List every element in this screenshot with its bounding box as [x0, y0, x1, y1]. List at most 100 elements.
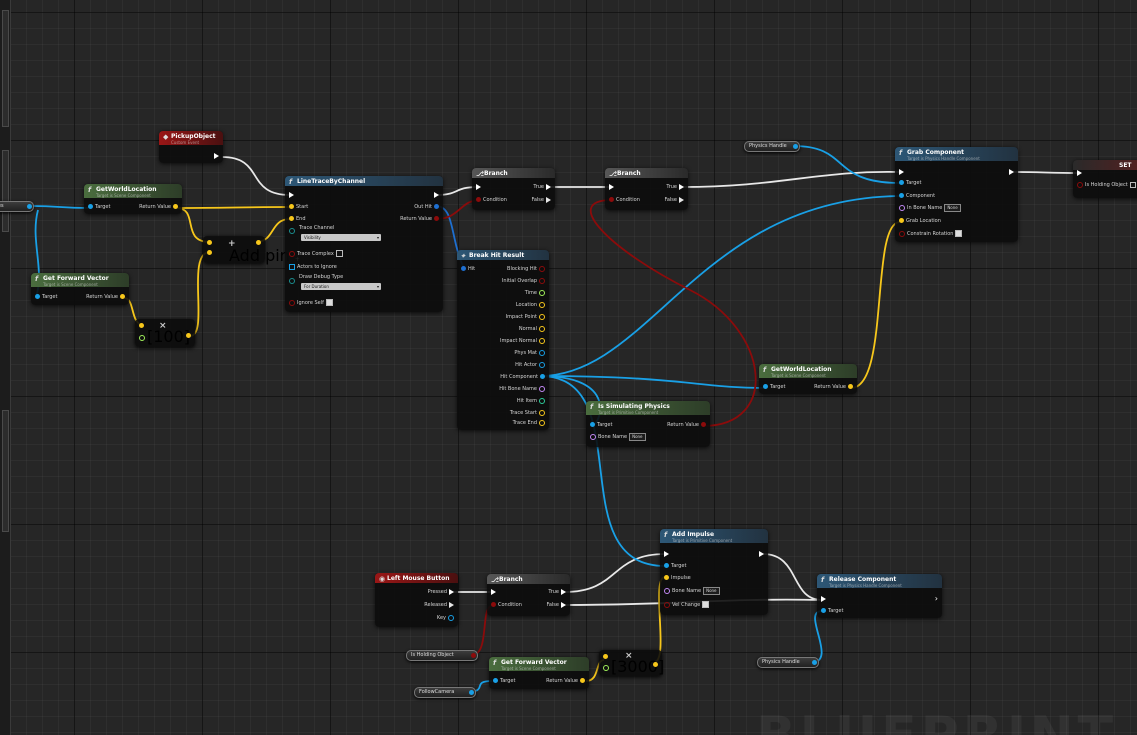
object-pin[interactable] [540, 374, 545, 379]
object-pin[interactable] [493, 678, 498, 683]
exec-out-pin[interactable] [449, 601, 454, 608]
vector-pin[interactable] [539, 337, 545, 344]
vel-change-checkbox[interactable] [702, 601, 710, 608]
exec-out-pin[interactable] [546, 183, 551, 190]
object-pin[interactable] [27, 204, 32, 209]
line-trace-by-channel-node[interactable]: f LineTraceByChannel Start Out Hit End R… [285, 176, 443, 312]
boolean-pin[interactable] [491, 602, 496, 607]
int-pin[interactable] [539, 397, 545, 404]
exec-out-pin[interactable] [759, 550, 764, 557]
vector-pin[interactable] [207, 240, 212, 245]
vector-pin[interactable] [186, 333, 191, 338]
object-pin[interactable] [469, 690, 474, 695]
vector-pin[interactable] [664, 575, 669, 580]
bone-name-field[interactable]: None [629, 433, 646, 441]
vector-pin[interactable] [653, 662, 658, 667]
boolean-pin[interactable] [476, 197, 481, 202]
struct-pin[interactable] [461, 266, 466, 271]
boolean-pin[interactable] [471, 653, 476, 658]
object-pin[interactable] [539, 349, 545, 356]
boolean-pin[interactable] [289, 299, 295, 306]
object-pin[interactable] [664, 563, 669, 568]
is-holding-object-variable[interactable]: Is Holding Object [406, 650, 478, 661]
exec-out-pin[interactable] [561, 601, 566, 608]
struct-pin[interactable] [434, 204, 439, 209]
float-pin[interactable] [539, 289, 545, 296]
grab-component-node[interactable]: f Grab Component Target is Physics Handl… [895, 147, 1018, 242]
name-pin[interactable] [539, 385, 545, 392]
vector-pin[interactable] [289, 216, 294, 221]
exec-out-pin[interactable] [561, 588, 566, 595]
break-hit-result-node[interactable]: ⌖ Break Hit Result Hit Blocking Hit Init… [457, 250, 549, 430]
follow-camera-variable[interactable]: FollowCamera [414, 687, 476, 698]
vector-pin[interactable] [848, 384, 853, 389]
float-pin[interactable] [603, 664, 609, 671]
variable-stub[interactable]: mes [0, 201, 34, 212]
boolean-pin[interactable] [701, 422, 706, 427]
multiplier-value[interactable]: [3000] [611, 657, 665, 676]
boolean-pin[interactable] [539, 265, 545, 272]
bone-name-field[interactable]: None [944, 204, 961, 212]
get-forward-vector-node[interactable]: f Get Forward Vector Target is Scene Com… [489, 657, 589, 689]
branch-node[interactable]: ⎇ Branch True Condition False [487, 574, 570, 616]
exec-in-pin[interactable] [476, 183, 481, 190]
name-pin[interactable] [590, 433, 596, 440]
release-component-node[interactable]: f Release Component Target is Physics Ha… [817, 574, 942, 618]
vector-add-node[interactable]: + Add pin + [203, 236, 300, 264]
object-pin[interactable] [821, 608, 826, 613]
physics-handle-variable[interactable]: Physics Handle [744, 141, 800, 152]
object-pin[interactable] [539, 361, 545, 368]
vector-pin[interactable] [539, 313, 545, 320]
boolean-pin[interactable] [1077, 181, 1083, 188]
vector-pin[interactable] [580, 678, 585, 683]
vector-multiply-node[interactable]: × [3000] [599, 650, 665, 676]
panel-scroll-segment[interactable] [2, 410, 9, 532]
exec-out-pin[interactable] [449, 588, 454, 595]
vector-pin[interactable] [289, 204, 294, 209]
vector-pin[interactable] [139, 323, 144, 328]
object-pin[interactable] [763, 384, 768, 389]
is-holding-object-checkbox[interactable] [1129, 181, 1136, 188]
float-pin[interactable] [139, 334, 145, 341]
exec-in-pin[interactable] [899, 168, 904, 175]
vector-pin[interactable] [539, 325, 545, 332]
vector-pin[interactable] [539, 409, 545, 416]
exec-in-pin[interactable] [821, 595, 826, 602]
exec-out-pin[interactable] [679, 183, 684, 190]
multiplier-value[interactable]: [100] [147, 327, 191, 346]
panel-scroll-segment[interactable] [2, 10, 9, 127]
object-pin[interactable] [793, 144, 798, 149]
pickup-object-event-node[interactable]: ◆ PickupObject Custom Event [159, 131, 223, 163]
vector-pin[interactable] [539, 301, 545, 308]
bone-name-field[interactable]: None [703, 587, 720, 595]
set-variable-node[interactable]: SET Is Holding Object [1073, 160, 1137, 198]
draw-debug-dropdown[interactable]: For Duration [301, 283, 381, 290]
object-pin[interactable] [590, 422, 595, 427]
vector-pin[interactable] [173, 204, 178, 209]
boolean-pin[interactable] [434, 216, 439, 221]
boolean-pin[interactable] [609, 197, 614, 202]
exec-in-pin[interactable] [491, 588, 496, 595]
exec-out-pin[interactable] [1009, 168, 1014, 175]
vector-pin[interactable] [899, 218, 904, 223]
object-pin[interactable] [899, 180, 904, 185]
physics-handle-variable[interactable]: Physics Handle [757, 657, 819, 668]
name-pin[interactable] [664, 587, 670, 594]
branch-node[interactable]: ⎇ Branch True Condition False [605, 168, 688, 210]
vector-pin[interactable] [603, 654, 608, 659]
trace-complex-checkbox[interactable] [335, 250, 343, 257]
boolean-pin[interactable] [664, 601, 670, 608]
exec-out-pin[interactable] [434, 191, 439, 198]
boolean-pin[interactable] [899, 230, 905, 237]
is-simulating-physics-node[interactable]: f Is Simulating Physics Target is Primit… [586, 401, 710, 447]
exec-in-pin[interactable] [609, 183, 614, 190]
struct-pin[interactable] [448, 614, 454, 621]
constrain-rotation-checkbox[interactable] [955, 230, 963, 237]
exec-out-pin[interactable] [679, 196, 684, 203]
vector-pin[interactable] [207, 250, 212, 255]
exec-in-pin[interactable] [289, 191, 294, 198]
vector-pin[interactable] [256, 240, 261, 245]
object-pin[interactable] [899, 193, 904, 198]
trace-channel-dropdown[interactable]: Visibility [301, 234, 381, 241]
